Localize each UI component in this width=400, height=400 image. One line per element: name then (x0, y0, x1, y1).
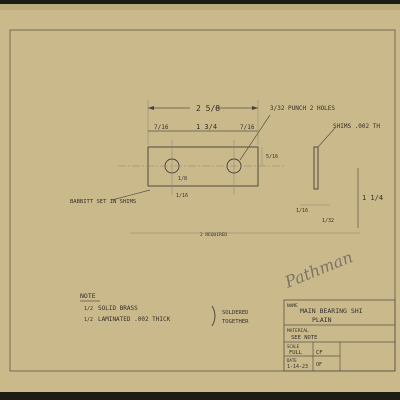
height-b-label: 1/16 (176, 193, 188, 199)
note-heading: NOTE (80, 292, 96, 300)
note-line2-frac: 1/2 (84, 317, 93, 323)
material-label: MATERIAL (287, 328, 309, 334)
scale-label: SCALE (287, 344, 300, 349)
material-value: SEE NOTE (291, 335, 318, 341)
title-block: NAME MAIN BEARING SHI PLAIN MATERIAL SEE… (283, 299, 396, 372)
quantity-label: 2 REQUIRED (200, 232, 227, 238)
note-line1-frac: 1/2 (84, 306, 93, 312)
height-right-label: 1 1/4 (362, 194, 383, 202)
left-offset-label: 7/16 (154, 124, 169, 131)
name-value-2: PLAIN (312, 316, 332, 324)
height-dimensions: 5/16 1/8 1/16 (176, 147, 278, 199)
note-join-2: TOGETHER (222, 319, 249, 325)
plate-outline (147, 146, 259, 187)
babbitt-note-label: BABBITT SET IN SHIMS (70, 199, 136, 205)
sheet-count-b: OF (316, 362, 322, 368)
height-a-label: 1/8 (178, 176, 187, 182)
width-a-label: 1/16 (296, 208, 308, 214)
name-value: MAIN BEARING SHI (300, 307, 363, 315)
punch-note: 3/32 PUNCH 2 HOLES (239, 105, 335, 161)
note-line1: SOLID BRASS (98, 305, 138, 312)
date-value: 1-14-23 (287, 364, 308, 370)
name-label: NAME (287, 303, 298, 309)
note-line2: LAMINATED .002 THICK (98, 316, 171, 323)
shim-profile (313, 146, 319, 190)
quantity-note: 2 REQUIRED (130, 232, 360, 238)
overall-width-dimension: 2 5/8 (147, 100, 259, 145)
note-brace (211, 305, 216, 327)
sheet-count-a: CF (316, 350, 323, 356)
punch-note-label: 3/32 PUNCH 2 HOLES (270, 105, 335, 112)
shims-side-view: SHIMS .002 TH 1/16 1/32 1 1/4 (296, 123, 383, 228)
hole-spacing-dimensions: 7/16 1 3/4 7/16 (148, 123, 258, 132)
date-label: DATE (287, 358, 297, 363)
part-front-view (118, 140, 286, 195)
babbitt-note: BABBITT SET IN SHIMS (70, 189, 151, 205)
note-join-1: SOLDERED (222, 310, 249, 316)
material-note: NOTE 1/2 SOLID BRASS 1/2 LAMINATED .002 … (80, 292, 249, 327)
paper (0, 4, 400, 392)
height-small-label: 5/16 (266, 154, 278, 160)
shims-note-label: SHIMS .002 TH (333, 123, 380, 130)
overall-width-label: 2 5/8 (196, 104, 220, 113)
scale-value: FULL (289, 350, 303, 356)
center-span-label: 1 3/4 (196, 123, 217, 131)
right-offset-label: 7/16 (240, 124, 255, 131)
width-b-label: 1/32 (322, 218, 334, 224)
sheet-border (9, 29, 396, 372)
